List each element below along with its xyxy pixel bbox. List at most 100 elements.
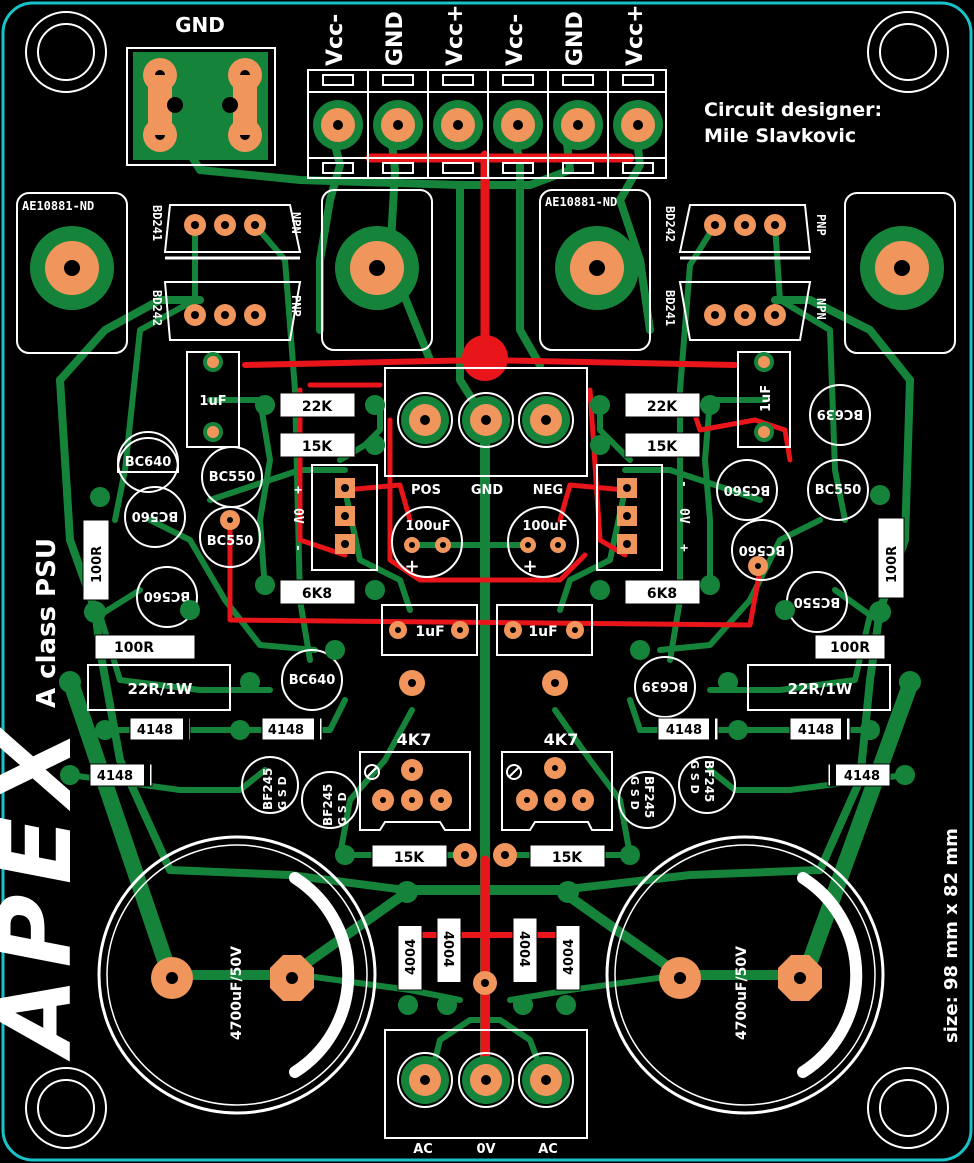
svg-text:BF245: BF245 bbox=[261, 768, 275, 810]
svg-text:100R: 100R bbox=[114, 640, 154, 656]
svg-text:1uF: 1uF bbox=[528, 624, 557, 640]
svg-text:Vcc+: Vcc+ bbox=[443, 4, 468, 66]
cap-1uf-vertical-right: 1uF bbox=[737, 351, 791, 448]
diode-4148-5: 4148 bbox=[789, 717, 851, 741]
cap-100uf-left: 100uF + bbox=[391, 506, 463, 578]
mounting-hole-tr bbox=[867, 11, 949, 93]
svg-text:6K8: 6K8 bbox=[302, 586, 332, 602]
svg-text:BF245: BF245 bbox=[702, 760, 716, 802]
svg-text:4K7: 4K7 bbox=[397, 730, 432, 749]
resistor-22k-left: 22K bbox=[279, 392, 356, 418]
resistor-6k8-right: 6K8 bbox=[624, 579, 701, 605]
svg-text:+: + bbox=[522, 556, 537, 577]
svg-text:4148: 4148 bbox=[798, 723, 834, 738]
svg-text:G S D: G S D bbox=[336, 792, 349, 826]
resistor-100r-vertical-right: 100R bbox=[877, 517, 905, 599]
svg-text:BD241: BD241 bbox=[150, 205, 164, 241]
svg-text:G S D: G S D bbox=[688, 760, 701, 794]
svg-text:-: - bbox=[676, 480, 691, 488]
svg-text:PNP: PNP bbox=[289, 295, 303, 317]
diode-4004-4: 4004 bbox=[555, 917, 581, 991]
mounting-hole-bl bbox=[25, 1067, 107, 1149]
diode-4148-4: 4148 bbox=[657, 717, 719, 741]
gnd-header-pads bbox=[143, 58, 262, 152]
svg-text:BF245: BF245 bbox=[321, 784, 335, 826]
vias bbox=[59, 395, 921, 1015]
resistor-100r-left: 100R bbox=[94, 634, 196, 660]
supply-terminal-pads bbox=[313, 100, 663, 150]
svg-text:BC560: BC560 bbox=[724, 482, 771, 497]
svg-text:Vcc-: Vcc- bbox=[503, 14, 528, 66]
svg-text:Vcc-: Vcc- bbox=[323, 14, 348, 66]
cap-1uf-center-left: 1uF bbox=[381, 604, 478, 656]
heatsink-right-pad bbox=[555, 226, 639, 310]
svg-text:4004: 4004 bbox=[516, 931, 531, 967]
octagon-pads bbox=[399, 670, 568, 995]
svg-text:0V: 0V bbox=[290, 508, 305, 524]
transistor-bc560-left-1: BC560 bbox=[124, 486, 186, 548]
diode-4148-2: 4148 bbox=[261, 717, 323, 741]
board-size: size: 98 mm x 82 mm bbox=[941, 828, 962, 1043]
diode-4148-6: 4148 bbox=[827, 763, 891, 787]
resistor-100r-right: 100R bbox=[814, 634, 886, 660]
bd241-right bbox=[704, 304, 786, 326]
transistor-bc560-right-2: BC560 bbox=[731, 519, 793, 581]
designer-line-2: Mile Slavkovic bbox=[704, 125, 856, 147]
heatsink-left-pad-2 bbox=[335, 226, 419, 310]
svg-text:4148: 4148 bbox=[97, 769, 133, 784]
svg-text:BC560: BC560 bbox=[132, 508, 179, 523]
svg-text:15K: 15K bbox=[647, 439, 678, 455]
ac-terminal-pads bbox=[397, 1052, 574, 1108]
svg-text:22K: 22K bbox=[647, 399, 678, 415]
svg-text:22R/1W: 22R/1W bbox=[788, 680, 853, 698]
resistor-15k-bottom-left: 15K bbox=[371, 844, 448, 868]
psu-title: A class PSU bbox=[32, 538, 62, 708]
designer-line-1: Circuit designer: bbox=[704, 99, 882, 121]
heatsink-left-pad bbox=[30, 226, 114, 310]
heatsink-right-pad-2 bbox=[860, 226, 944, 310]
label-gnd: GND bbox=[471, 483, 504, 498]
transistor-bc640-left: BC640 bbox=[117, 431, 179, 493]
svg-text:+: + bbox=[290, 486, 305, 494]
heatsink-right-label: AE10881-ND bbox=[545, 195, 617, 209]
cap-1uf-center-right: 1uF bbox=[496, 604, 593, 656]
svg-text:100R: 100R bbox=[885, 546, 900, 583]
diode-4004-3: 4004 bbox=[512, 917, 538, 991]
label-pos: POS bbox=[411, 483, 441, 498]
resistor-22r-left: 22R/1W bbox=[87, 664, 231, 711]
svg-text:G S D: G S D bbox=[628, 776, 641, 810]
transistor-bc639-right-1: BC639 bbox=[809, 384, 871, 446]
cap-100uf-right: 100uF + bbox=[507, 506, 579, 578]
svg-text:4148: 4148 bbox=[844, 769, 880, 784]
svg-text:4K7: 4K7 bbox=[544, 730, 579, 749]
resistor-15k-right: 15K bbox=[624, 432, 701, 458]
svg-text:4004: 4004 bbox=[562, 939, 577, 975]
svg-text:100R: 100R bbox=[830, 640, 870, 656]
svg-text:1uF: 1uF bbox=[415, 624, 444, 640]
svg-text:15K: 15K bbox=[302, 439, 333, 455]
diode-4004-2: 4004 bbox=[436, 917, 462, 991]
svg-text:4004: 4004 bbox=[440, 931, 455, 967]
output-terminal-pads bbox=[397, 392, 574, 448]
supply-terminal-labels: Vcc- GND Vcc+ Vcc- GND Vcc+ bbox=[323, 4, 648, 66]
svg-text:+: + bbox=[676, 544, 691, 552]
svg-text:BF245: BF245 bbox=[642, 776, 656, 818]
brand-logo: APEX bbox=[0, 719, 94, 1062]
svg-text:BC550: BC550 bbox=[207, 534, 254, 549]
resistor-15k-bottom-right: 15K bbox=[529, 844, 606, 868]
svg-text:0V: 0V bbox=[676, 508, 691, 524]
svg-text:BC639: BC639 bbox=[642, 678, 689, 693]
svg-text:BC560: BC560 bbox=[739, 542, 786, 557]
svg-text:100uF: 100uF bbox=[405, 519, 450, 534]
transistor-bc560-left-2: BC560 bbox=[136, 566, 198, 628]
svg-text:4700uF/50V: 4700uF/50V bbox=[734, 946, 750, 1040]
svg-text:4148: 4148 bbox=[137, 723, 173, 738]
cap-4700uf-left: 4700uF/50V bbox=[97, 835, 377, 1115]
svg-text:1uF: 1uF bbox=[759, 385, 774, 412]
transistor-bc560-right-1: BC560 bbox=[716, 459, 778, 521]
